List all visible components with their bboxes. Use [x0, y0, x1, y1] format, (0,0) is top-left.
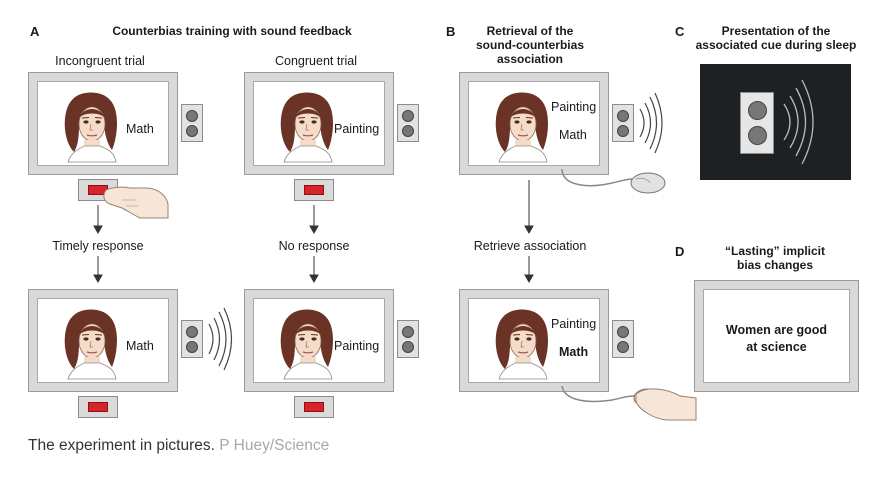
panel-d-title: “Lasting” implicit bias changes	[700, 244, 850, 272]
sleep-cue-panel	[700, 64, 851, 180]
word-painting: Painting	[551, 317, 597, 331]
sound-waves-icon	[639, 92, 663, 154]
sound-waves-icon	[783, 79, 814, 165]
screen: Women are good at science	[703, 289, 850, 383]
mouse-icon[interactable]	[556, 165, 668, 197]
congruent-trial-label: Congruent trial	[275, 54, 357, 68]
statement: Women are good at science	[704, 322, 849, 356]
retrieve-association-label: Retrieve association	[473, 239, 587, 253]
statement-line1: Women are good	[725, 323, 828, 337]
hand-icon	[103, 186, 169, 219]
panel-d-letter: D	[675, 244, 685, 259]
panel-a-title: Counterbias training with sound feedback	[112, 24, 352, 38]
speaker-icon	[181, 104, 203, 142]
panel-c-letter: C	[675, 24, 685, 39]
word-painting: Painting	[551, 100, 597, 114]
panel-b-title-line3: association	[496, 52, 564, 66]
no-response-label: No response	[278, 239, 350, 253]
monitor-bias-result: Women are good at science	[694, 280, 859, 392]
monitor-retrieval: Painting Math	[459, 72, 609, 175]
speaker-icon	[397, 104, 419, 142]
monitor-congruent: Painting	[244, 72, 394, 175]
word-math: Math	[126, 339, 154, 353]
monitor-incongruent: Math	[28, 72, 178, 175]
screen: Painting Math	[468, 298, 600, 383]
caption-text: The experiment in pictures.	[28, 437, 215, 454]
speaker-icon	[181, 320, 203, 358]
screen: Math	[37, 81, 169, 166]
timely-response-label: Timely response	[52, 239, 144, 253]
statement-line2: at science	[746, 340, 807, 354]
word-math: Math	[126, 122, 154, 136]
face-icon	[64, 308, 118, 380]
screen: Painting	[253, 81, 385, 166]
panel-d-title-line1: “Lasting” implicit	[724, 244, 825, 258]
screen: Painting Math	[468, 81, 600, 166]
speaker-icon	[740, 92, 774, 154]
panel-b-title-line1: Retrieval of the	[486, 24, 574, 38]
panel-c-title: Presentation of the associated cue durin…	[686, 24, 866, 52]
panel-b-title: Retrieval of the sound-counterbias assoc…	[460, 24, 600, 66]
panel-b-letter: B	[446, 24, 456, 39]
figure-caption: The experiment in pictures. P Huey/Scien…	[28, 437, 329, 455]
speaker-icon	[397, 320, 419, 358]
caption-credit[interactable]: P Huey/Science	[219, 437, 330, 454]
word-math: Math	[559, 128, 587, 142]
screen: Math	[37, 298, 169, 383]
monitor-retrieve-association: Painting Math	[459, 289, 609, 392]
panel-a-letter: A	[30, 24, 40, 39]
monitor-timely-response: Math	[28, 289, 178, 392]
panel-d-title-line2: bias changes	[736, 258, 814, 272]
red-button-icon[interactable]	[78, 396, 118, 418]
incongruent-trial-label: Incongruent trial	[55, 54, 145, 68]
word-painting: Painting	[334, 339, 380, 353]
word-painting: Painting	[334, 122, 380, 136]
red-button-icon[interactable]	[294, 179, 334, 201]
screen: Painting	[253, 298, 385, 383]
panel-c-title-line2: associated cue during sleep	[695, 38, 857, 52]
word-math-selected: Math	[559, 345, 589, 359]
panel-b-title-line2: sound-counterbias	[475, 38, 584, 52]
monitor-no-response: Painting	[244, 289, 394, 392]
speaker-icon	[612, 104, 634, 142]
red-button-icon[interactable]	[294, 396, 334, 418]
sound-waves-icon	[208, 307, 233, 371]
panel-c-title-line1: Presentation of the	[721, 24, 831, 38]
mouse-with-hand-icon[interactable]	[556, 380, 698, 424]
speaker-icon	[612, 320, 634, 358]
